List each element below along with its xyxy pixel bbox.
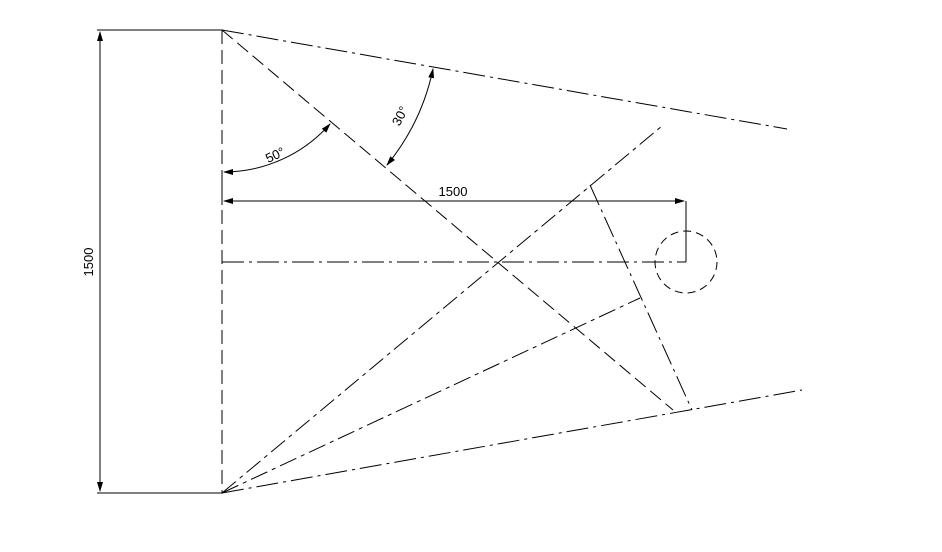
angle-50-label: 50° bbox=[263, 144, 287, 166]
perpendicular-segment bbox=[589, 184, 693, 411]
horizontal-dimension-label: 1500 bbox=[439, 184, 468, 199]
angle-50-annotation: 50° bbox=[223, 123, 331, 175]
diagonal-top-to-bottom bbox=[221, 29, 674, 411]
vertical-dimension: 1500 bbox=[81, 29, 222, 494]
angle-50-arc bbox=[223, 123, 331, 175]
upper-boundary-line bbox=[221, 29, 788, 130]
angle-30-label: 30° bbox=[389, 104, 411, 128]
angle-30-annotation: 30° bbox=[386, 68, 435, 166]
lower-boundary-line bbox=[221, 389, 803, 494]
horizontal-dimension: 1500 bbox=[221, 170, 685, 205]
diagonal-bottom-mid bbox=[221, 297, 641, 494]
vertical-dimension-label: 1500 bbox=[81, 248, 96, 277]
diagonal-bottom-to-top bbox=[221, 125, 663, 494]
angle-30-arc bbox=[386, 68, 435, 166]
